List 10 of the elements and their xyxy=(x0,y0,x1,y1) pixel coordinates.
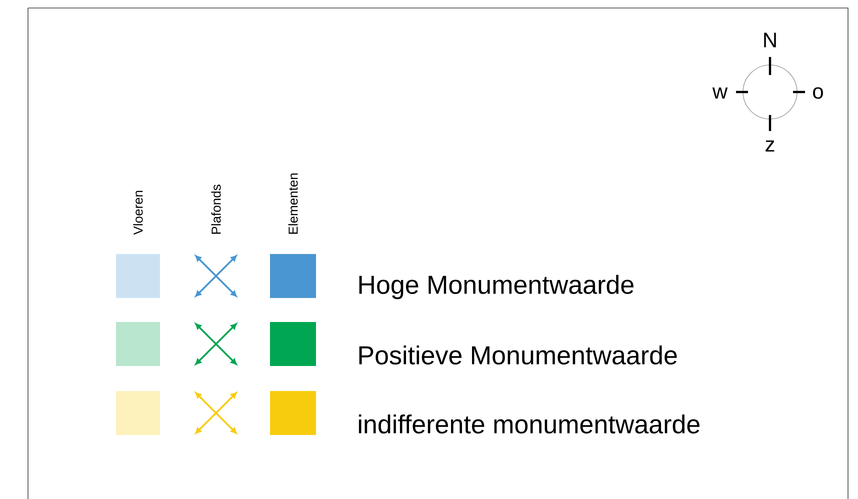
compass-letter: z xyxy=(766,140,774,152)
column-heading: Vloeren xyxy=(133,190,143,235)
legend-text: indifferente monumentwaarde xyxy=(358,414,700,434)
legend-text: Positieve Monumentwaarde xyxy=(359,345,677,365)
legend-text: Hoge Monumentwaarde xyxy=(359,274,634,300)
compass-letter: N xyxy=(764,32,776,48)
column-heading: Plafonds xyxy=(211,184,221,234)
column-heading: Elementen xyxy=(288,174,298,234)
compass-letter: w xyxy=(712,87,728,99)
compass-letter: o xyxy=(813,87,823,99)
